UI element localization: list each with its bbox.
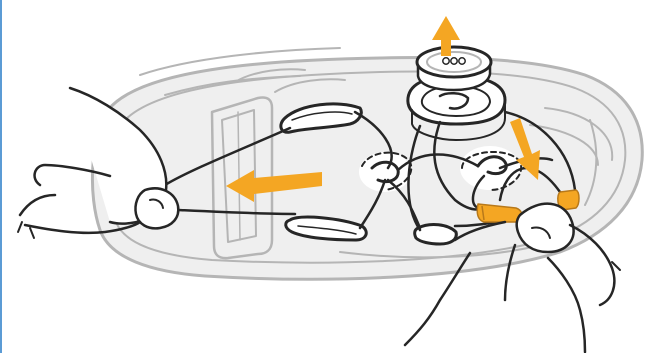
dial-cap xyxy=(415,45,493,92)
arrow-up-icon xyxy=(432,16,460,56)
lace-guides xyxy=(279,102,523,246)
lace-lock-right xyxy=(557,189,580,211)
lace-wire xyxy=(163,110,577,232)
frame-border xyxy=(0,0,2,353)
arrow-down-icon xyxy=(510,118,540,180)
arrow-left-icon xyxy=(226,170,322,202)
right-hand xyxy=(403,202,621,353)
left-hand xyxy=(17,86,180,239)
